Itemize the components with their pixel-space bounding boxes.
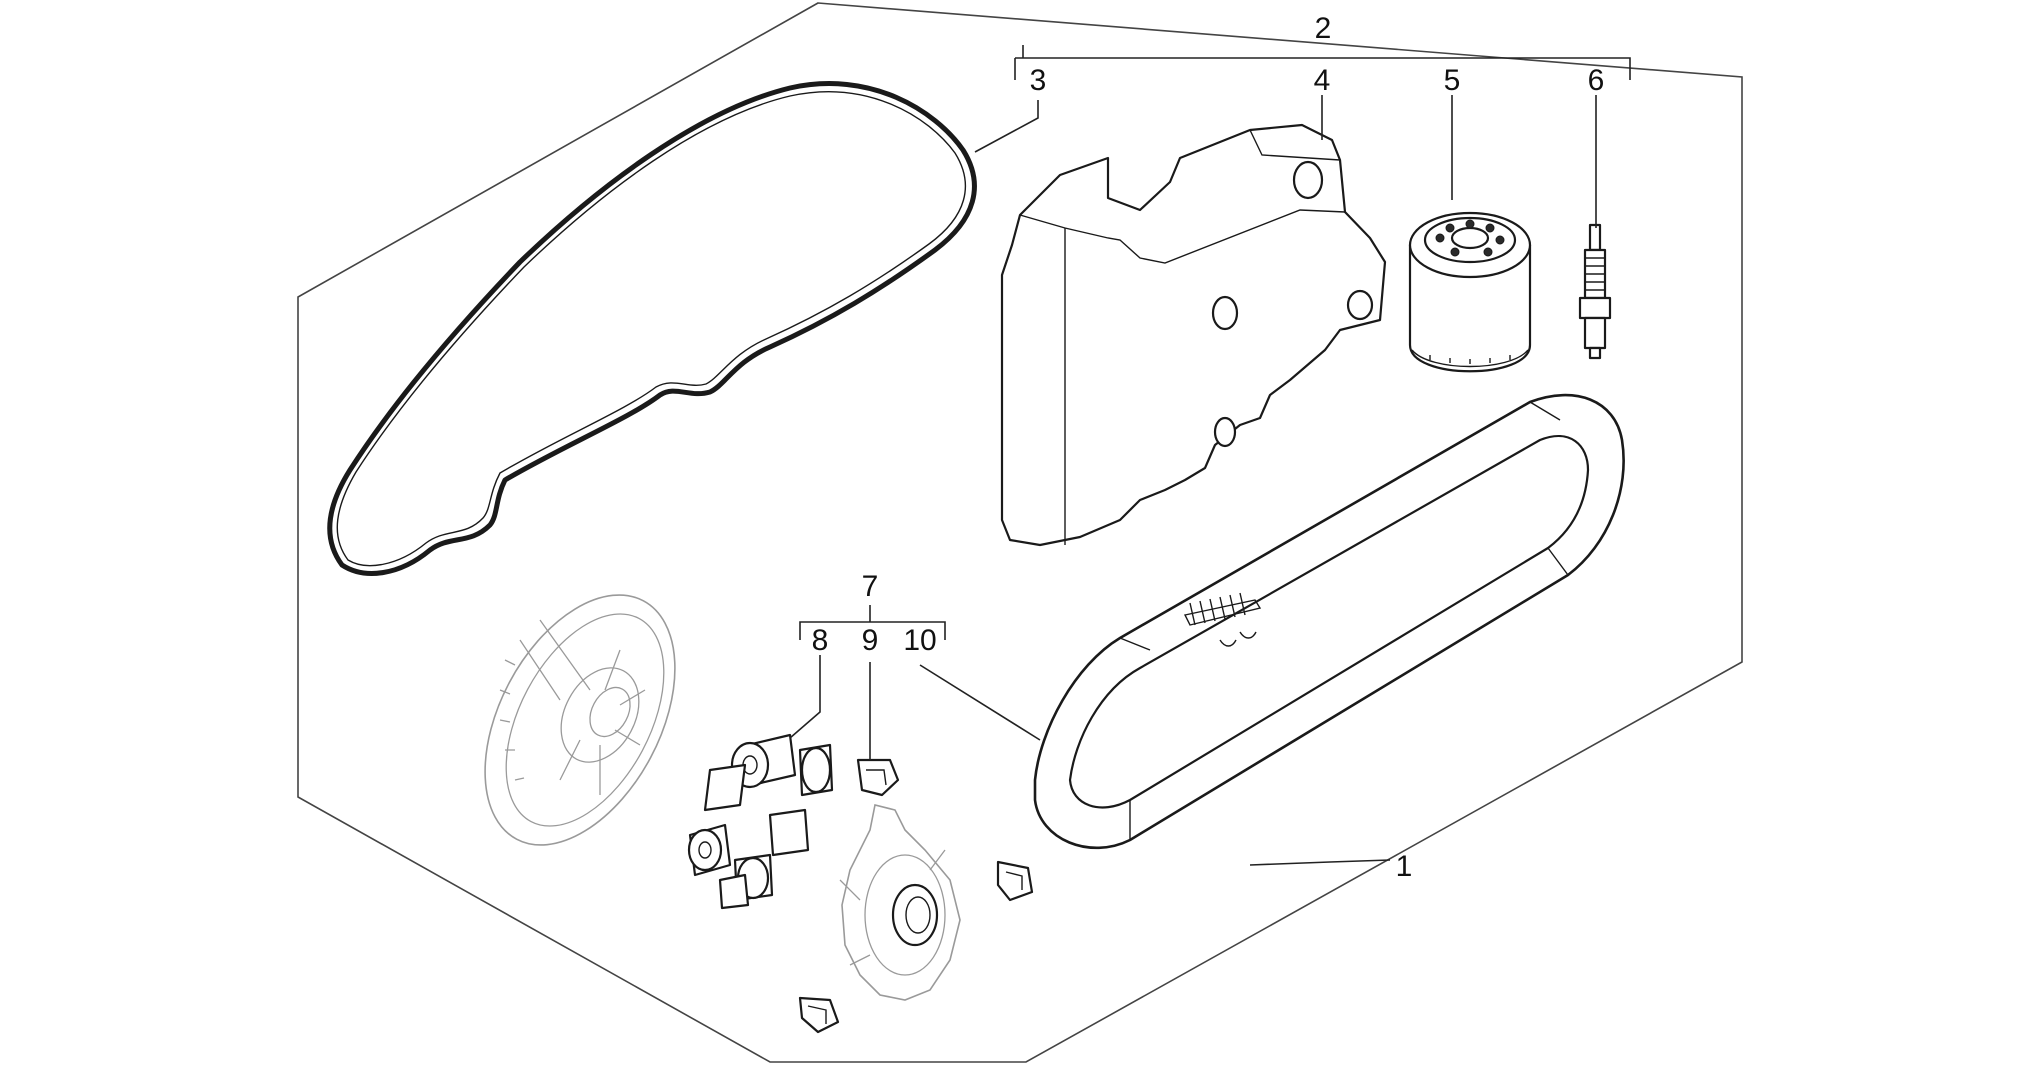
label-spark-plug: 6 xyxy=(1588,64,1605,97)
label-service-kit: 2 xyxy=(1315,12,1332,45)
sliders-part xyxy=(798,758,1034,1034)
variator-drum-part xyxy=(484,594,676,846)
leader-line-10 xyxy=(919,664,1041,741)
kit-frame xyxy=(297,2,1743,1063)
air-filter-part xyxy=(1000,123,1387,547)
label-oil-filter: 5 xyxy=(1444,64,1461,97)
oil-filter-part xyxy=(1408,211,1532,373)
gasket-part xyxy=(327,81,977,576)
leader-line-7 xyxy=(799,605,946,640)
leader-line-3 xyxy=(974,100,1039,153)
leader-line-2 xyxy=(1014,45,1631,80)
label-air-filter: 4 xyxy=(1314,64,1331,97)
leader-line-1 xyxy=(1249,859,1391,866)
label-slider: 9 xyxy=(862,624,879,657)
drive-belt-part xyxy=(1033,393,1625,850)
leader-line-8 xyxy=(789,655,821,739)
ramp-plate-part xyxy=(839,804,961,1001)
rollers-part xyxy=(687,733,834,910)
label-gasket: 3 xyxy=(1030,64,1047,97)
label-kit: 1 xyxy=(1396,850,1413,883)
label-belt: 10 xyxy=(903,624,936,657)
spark-plug-part xyxy=(1578,223,1612,360)
label-variator-kit: 7 xyxy=(862,570,879,603)
label-roller: 8 xyxy=(812,624,829,657)
